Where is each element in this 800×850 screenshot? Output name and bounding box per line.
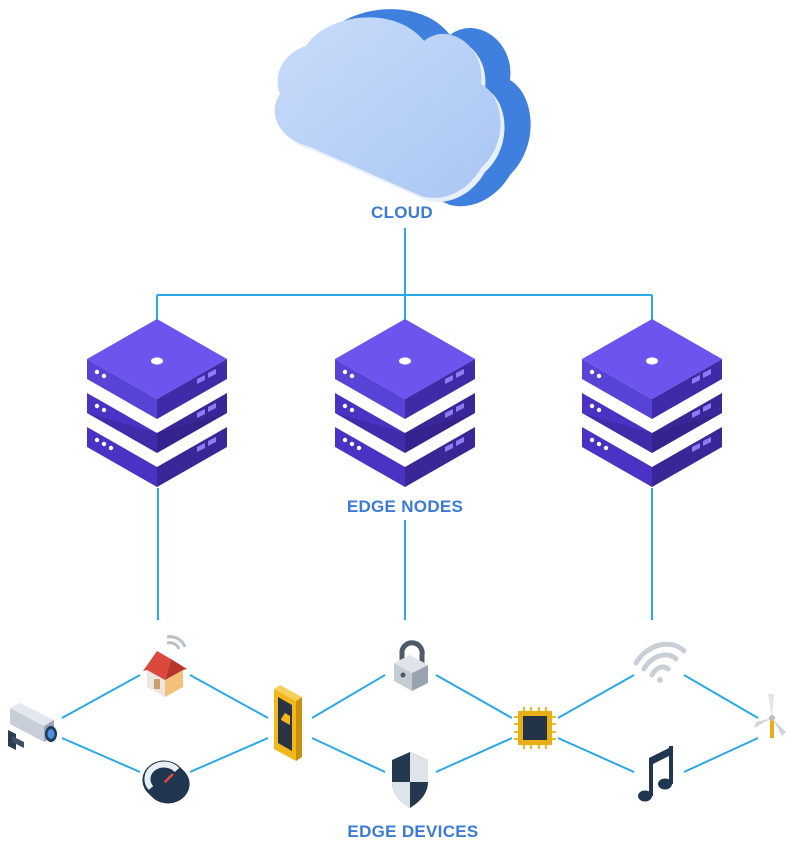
edge-devices-label: EDGE DEVICES	[347, 822, 479, 841]
edge-node-right	[582, 319, 722, 487]
microchip-icon	[514, 707, 556, 749]
edge-nodes-label: EDGE NODES	[346, 497, 464, 516]
wifi-icon	[633, 641, 687, 683]
smart-home-icon	[143, 635, 187, 697]
padlock-icon	[394, 640, 428, 691]
cloud-icon	[274, 9, 531, 207]
music-note-icon	[638, 746, 673, 802]
edge-node-center	[335, 319, 475, 487]
cloud-label: CLOUD	[371, 203, 433, 222]
speedometer-icon	[142, 760, 190, 804]
smartphone-icon	[274, 685, 302, 761]
wind-turbine-icon	[754, 694, 786, 738]
edge-node-left	[87, 319, 227, 487]
shield-icon	[392, 752, 428, 808]
security-camera-icon	[8, 703, 57, 750]
connector-lines	[61, 228, 759, 773]
